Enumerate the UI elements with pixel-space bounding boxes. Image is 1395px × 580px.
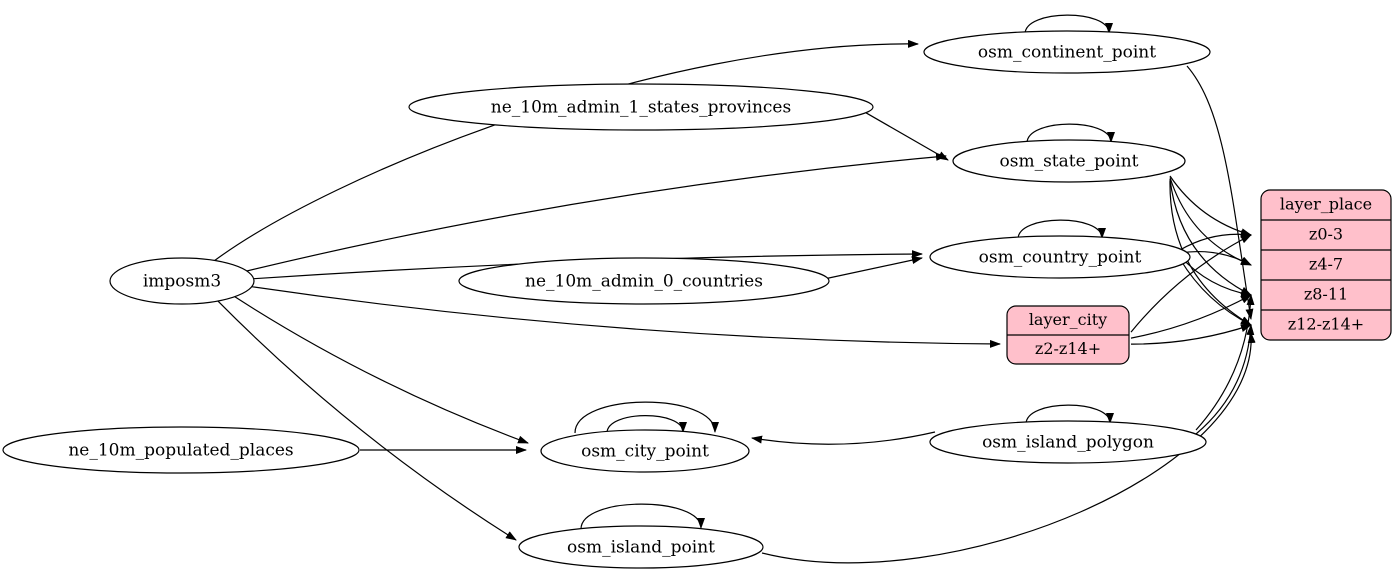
edge-continent-z12 — [1186, 65, 1254, 320]
edge-imposm3-state — [246, 152, 947, 272]
node-label: ne_10m_admin_0_countries — [525, 272, 763, 292]
node-label: osm_state_point — [1000, 152, 1139, 172]
graph-node-osm_island_point[interactable]: osm_island_point — [518, 525, 764, 569]
node-label: osm_city_point — [581, 442, 709, 462]
node-ellipse — [408, 83, 874, 131]
edge-state-2 — [1169, 178, 1252, 296]
edge-ne1-state — [865, 112, 949, 161]
graph-node-osm_continent_point[interactable]: osm_continent_point — [923, 30, 1211, 74]
edge-ne0-country — [827, 256, 923, 279]
node-ellipse — [540, 429, 750, 473]
node-label: osm_continent_point — [978, 43, 1156, 63]
graph-node-ne_10m_populated_places[interactable]: ne_10m_populated_places — [2, 426, 360, 474]
edge-country-1 — [1179, 250, 1252, 266]
node-label: ne_10m_populated_places — [68, 441, 293, 461]
node-ellipse — [929, 420, 1207, 464]
self-loop-edge-osm_state_point — [1026, 123, 1115, 144]
graph-node-imposm3[interactable]: imposm3 — [109, 257, 255, 305]
graph-node-ne_10m_admin_0_countries[interactable]: ne_10m_admin_0_countries — [458, 257, 830, 305]
edge-state-3 — [1169, 180, 1252, 326]
record-node-layer_city[interactable]: layer_city z2-z14+ — [1006, 305, 1130, 365]
edge-imposm3-city — [234, 296, 529, 444]
node-label: ne_10m_admin_1_states_provinces — [491, 98, 791, 118]
node-label: imposm3 — [143, 272, 221, 292]
node-ellipse — [109, 257, 255, 305]
graph-node-osm_state_point[interactable]: osm_state_point — [952, 139, 1186, 183]
node-label: osm_island_polygon — [982, 433, 1154, 453]
edges-layer — [213, 14, 1256, 564]
edge-imposm3-layercity — [251, 286, 1001, 348]
edge-islandpoint-z12 — [761, 332, 1256, 564]
record-node-layer_place[interactable]: layer_place z0-3 z4-7 z8-11 z12-z14+ — [1260, 189, 1392, 341]
node-label: osm_country_point — [979, 248, 1142, 268]
edge-layercity-2 — [1130, 294, 1252, 339]
edge-layercity-0 — [1130, 234, 1252, 333]
record-row-label[interactable]: z12-z14+ — [1288, 315, 1364, 334]
edge-islandpoly-2 — [1195, 294, 1255, 431]
node-ellipse — [458, 257, 830, 305]
edge-country-3 — [1179, 258, 1252, 326]
nodes-layer: imposm3 ne_10m_admin_1_states_provincesne… — [2, 30, 1211, 569]
self-loop-edge-osm_island_point — [580, 503, 705, 530]
node-ellipse — [923, 30, 1211, 74]
edge-layercity-3 — [1130, 324, 1252, 345]
self-loop-edge-osm_city_point — [574, 401, 719, 434]
self-loop-edge-osm_continent_point — [1024, 14, 1113, 35]
graph-node-osm_city_point[interactable]: osm_city_point — [540, 429, 750, 473]
node-ellipse — [2, 426, 360, 474]
record-row-label[interactable]: z8-11 — [1304, 285, 1348, 304]
graph-node-osm_island_polygon[interactable]: osm_island_polygon — [929, 420, 1207, 464]
graph-node-ne_10m_admin_1_states_provinces[interactable]: ne_10m_admin_1_states_provinces — [408, 83, 874, 131]
edge-islandpoly-city — [751, 431, 936, 445]
edge-state-0 — [1169, 175, 1252, 237]
edge-imposm3-islandpoint — [217, 300, 517, 541]
record-body — [1260, 189, 1392, 341]
graph-node-osm_country_point[interactable]: osm_country_point — [929, 235, 1191, 279]
node-label: osm_island_point — [567, 538, 715, 558]
self-loop-edge-osm_country_point — [1017, 219, 1106, 240]
node-ellipse — [952, 139, 1186, 183]
record-header-label: layer_place — [1280, 195, 1372, 214]
record-row-label[interactable]: z4-7 — [1309, 255, 1343, 274]
edge-imposm3-continent — [213, 39, 919, 262]
node-ellipse — [518, 525, 764, 569]
record-row-label[interactable]: z2-z14+ — [1035, 339, 1101, 358]
record-row-label[interactable]: z0-3 — [1309, 225, 1343, 244]
node-ellipse — [929, 235, 1191, 279]
self-loop-edge-osm_city_point — [606, 415, 687, 434]
record-header-label: layer_city — [1029, 310, 1107, 329]
edge-country-0 — [1179, 229, 1252, 251]
self-loop-edge-osm_island_polygon — [1025, 404, 1114, 425]
records-layer: layer_city z2-z14+ layer_place z0-3 z4-7 z8-1… — [1006, 189, 1392, 365]
